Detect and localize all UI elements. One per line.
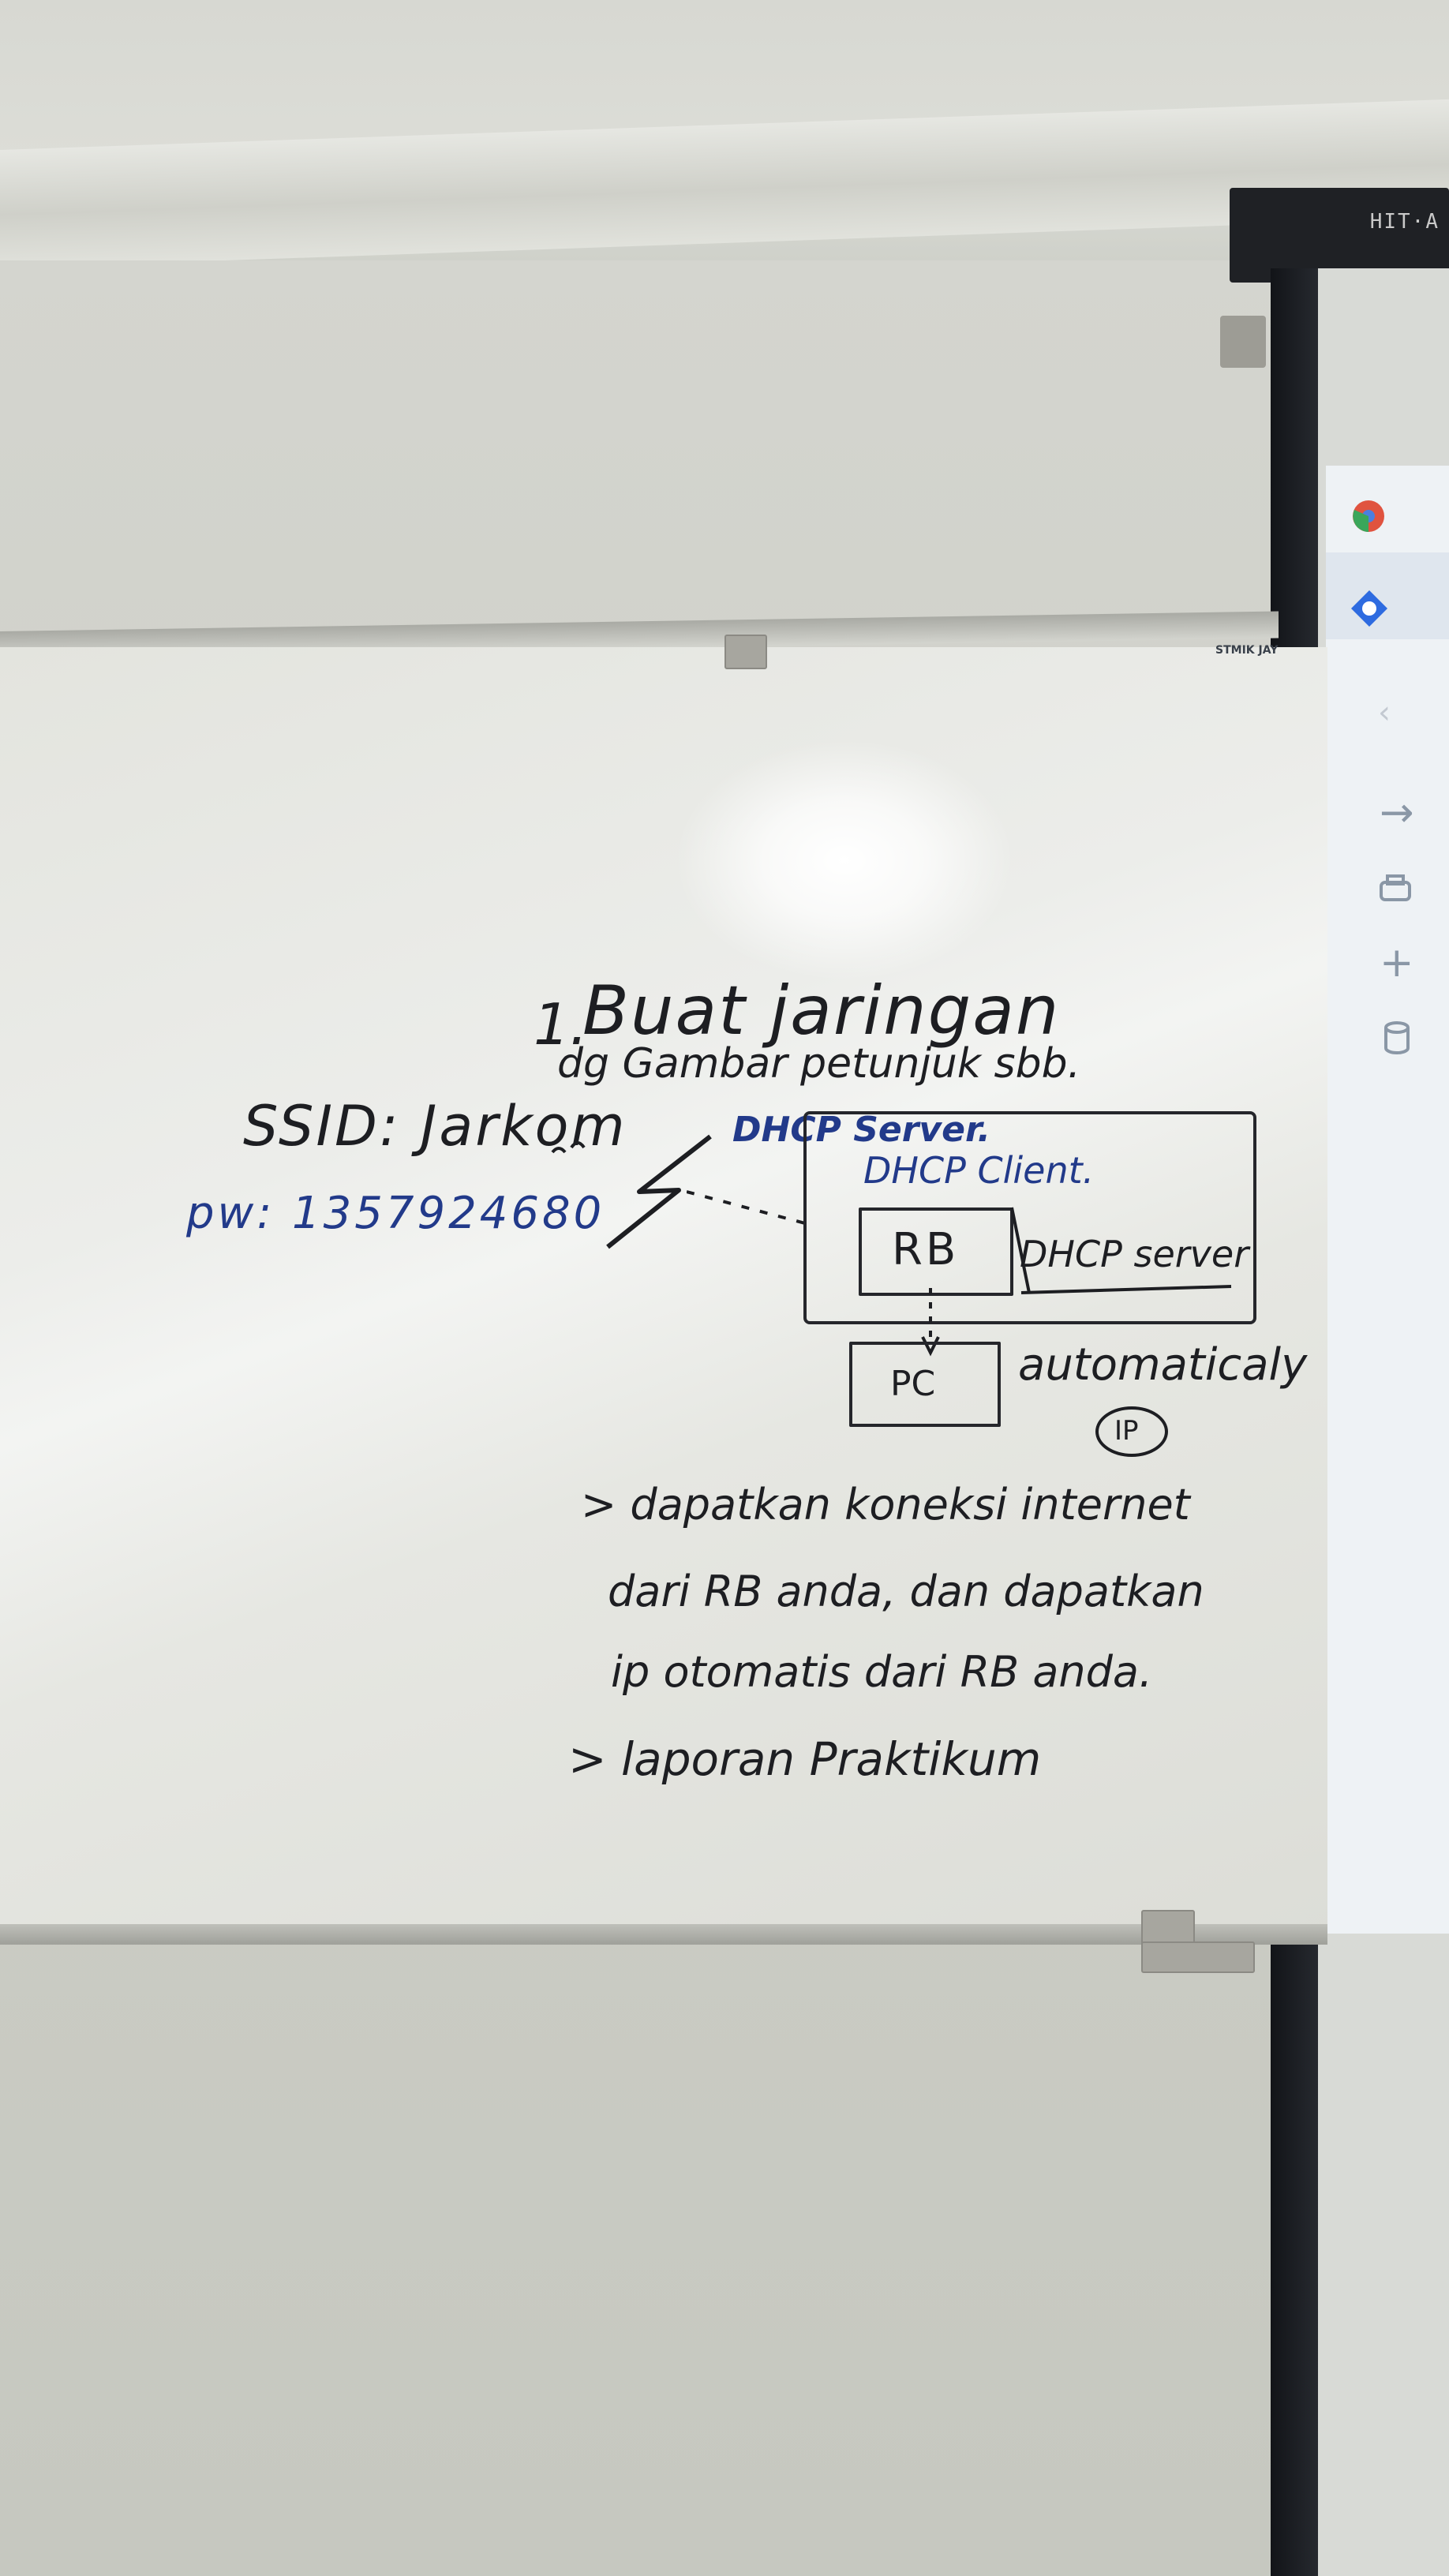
pc-box: PC <box>849 1342 1001 1427</box>
heading-number: 1. <box>534 991 588 1058</box>
whiteboard <box>0 647 1327 1941</box>
pc-note: automaticaly <box>1018 1339 1308 1391</box>
projector-bracket <box>1220 316 1266 368</box>
light-glare <box>679 742 1010 979</box>
print-icon <box>1380 874 1411 901</box>
password-text: pw: 1357924680 <box>186 1188 605 1239</box>
database-icon <box>1384 1021 1410 1054</box>
projector-screen-housing: HIT·A <box>1230 188 1449 283</box>
board-clip-top <box>724 635 767 669</box>
projector-label: HIT·A <box>1369 210 1440 234</box>
ip-badge-label: IP <box>1114 1415 1139 1447</box>
pc-label: PC <box>890 1364 936 1404</box>
ssid-text: SSID: Jarkom <box>243 1094 627 1159</box>
board-clip-bracket <box>1141 1941 1255 1973</box>
dhcp-server-label: DHCP Server. <box>732 1110 991 1150</box>
dhcp-client-group <box>803 1111 1256 1324</box>
app-icon <box>1351 590 1387 627</box>
chrome-icon <box>1353 500 1384 532</box>
projected-address-bar <box>1326 552 1449 639</box>
dashed-link <box>687 1190 806 1225</box>
back-icon: ‹ <box>1378 695 1391 731</box>
heading-line2: dg Gambar petunjuk sbb. <box>557 1040 1081 1088</box>
heading-line1: Buat jaringan <box>582 972 1061 1050</box>
task-line-2: dari RB anda, dan dapatkan <box>608 1567 1204 1616</box>
projected-browser <box>1326 466 1449 1934</box>
router-role-label: DHCP server <box>1020 1233 1249 1275</box>
whiteboard-tray <box>0 1924 1327 1945</box>
forward-icon: → <box>1380 789 1414 837</box>
task-line-4: > laporan Praktikum <box>568 1732 1042 1786</box>
task-line-3: ip otomatis dari RB anda. <box>611 1647 1153 1697</box>
router-box: RB <box>859 1208 1013 1296</box>
task-line-1: > dapatkan koneksi internet <box>581 1480 1190 1530</box>
add-icon: + <box>1380 939 1414 987</box>
router-role-lines <box>1010 1207 1232 1294</box>
dhcp-client-label: DHCP Client. <box>863 1149 1095 1192</box>
board-corner-label: STMIK JAY <box>1215 644 1279 657</box>
ip-badge: IP <box>1095 1406 1168 1457</box>
router-label: RB <box>892 1224 960 1275</box>
wireless-signal-icon <box>551 1134 712 1249</box>
